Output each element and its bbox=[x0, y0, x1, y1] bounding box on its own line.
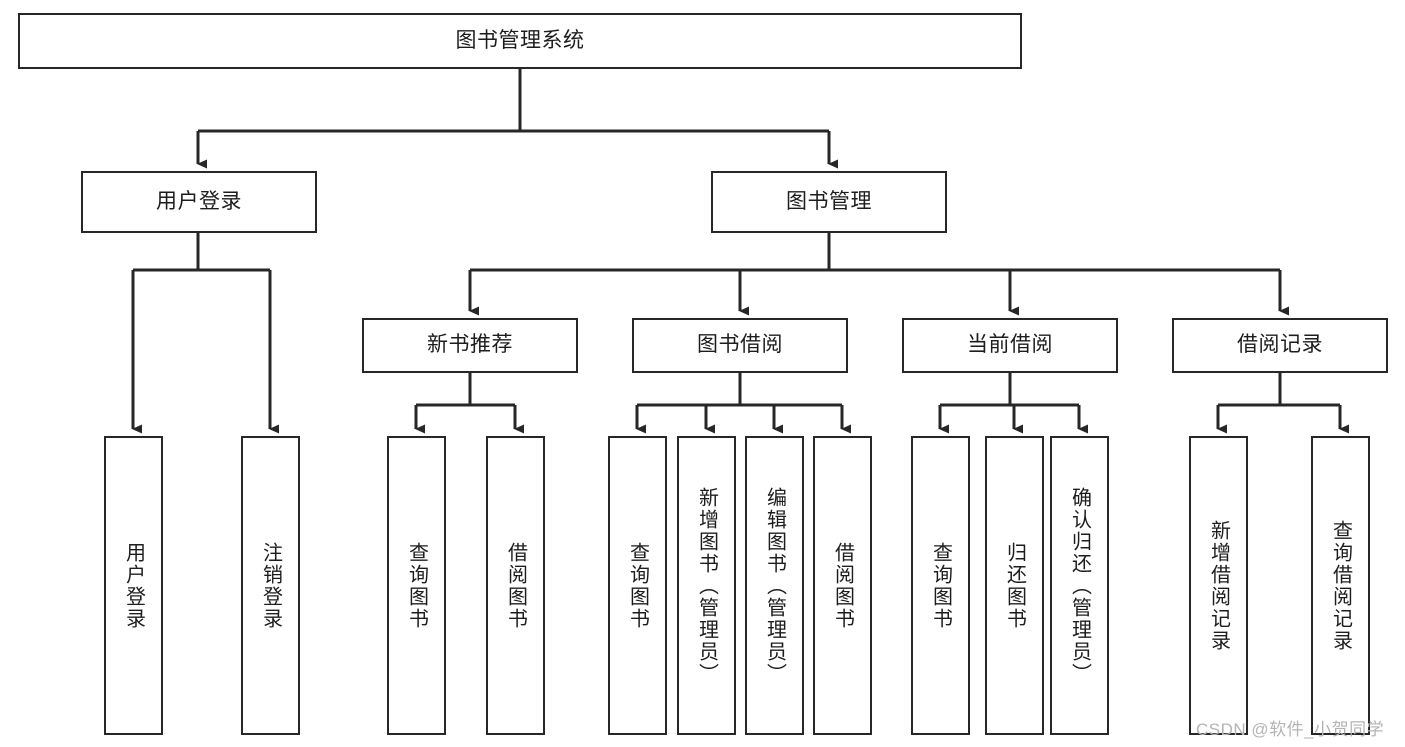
node-root-label: 图书管理系统 bbox=[455, 28, 585, 52]
csdn-watermark: CSDN @软件_小贺同学 bbox=[1196, 720, 1385, 739]
node-root[interactable]: 图书管理系统 bbox=[18, 13, 1022, 69]
leaf-add-borrow-record-label: 新增借阅记录 bbox=[1207, 519, 1230, 652]
leaf-borrow-book[interactable]: 借阅图书 bbox=[813, 436, 872, 735]
leaf-query-borrow-record-label: 查询借阅记录 bbox=[1329, 519, 1352, 652]
leaf-confirm-return-admin-label: 确认归还（管理员） bbox=[1068, 486, 1091, 685]
leaf-query-book-current-label: 查询图书 bbox=[929, 541, 952, 630]
leaf-user-login[interactable]: 用户登录 bbox=[104, 436, 163, 735]
node-book-borrow[interactable]: 图书借阅 bbox=[632, 318, 848, 373]
leaf-return-book-label: 归还图书 bbox=[1003, 541, 1026, 630]
leaf-logout[interactable]: 注销登录 bbox=[241, 436, 300, 735]
leaf-add-book-admin[interactable]: 新增图书（管理员） bbox=[677, 436, 736, 735]
leaf-query-book-borrow[interactable]: 查询图书 bbox=[608, 436, 667, 735]
leaf-query-book-borrow-label: 查询图书 bbox=[626, 541, 649, 630]
leaf-query-book-current[interactable]: 查询图书 bbox=[911, 436, 970, 735]
leaf-borrow-book-label: 借阅图书 bbox=[831, 541, 854, 630]
node-current-borrow[interactable]: 当前借阅 bbox=[902, 318, 1118, 373]
leaf-logout-label: 注销登录 bbox=[259, 541, 282, 630]
leaf-return-book[interactable]: 归还图书 bbox=[985, 436, 1044, 735]
node-borrow-record-label: 借阅记录 bbox=[1237, 333, 1323, 357]
node-user-login-label: 用户登录 bbox=[156, 189, 242, 213]
node-book-manage[interactable]: 图书管理 bbox=[711, 171, 947, 233]
node-new-book-recommend[interactable]: 新书推荐 bbox=[362, 318, 578, 373]
leaf-query-borrow-record[interactable]: 查询借阅记录 bbox=[1311, 436, 1370, 735]
leaf-add-borrow-record[interactable]: 新增借阅记录 bbox=[1189, 436, 1248, 735]
leaf-query-book-new-label: 查询图书 bbox=[405, 541, 428, 630]
node-book-borrow-label: 图书借阅 bbox=[697, 333, 783, 357]
leaf-edit-book-admin[interactable]: 编辑图书（管理员） bbox=[745, 436, 804, 735]
node-current-borrow-label: 当前借阅 bbox=[967, 333, 1053, 357]
leaf-borrow-book-new-label: 借阅图书 bbox=[504, 541, 527, 630]
leaf-edit-book-admin-label: 编辑图书（管理员） bbox=[763, 486, 786, 685]
node-borrow-record[interactable]: 借阅记录 bbox=[1172, 318, 1388, 373]
leaf-add-book-admin-label: 新增图书（管理员） bbox=[695, 486, 718, 685]
node-user-login[interactable]: 用户登录 bbox=[81, 171, 317, 233]
leaf-query-book-new[interactable]: 查询图书 bbox=[387, 436, 446, 735]
leaf-user-login-label: 用户登录 bbox=[122, 541, 145, 630]
leaf-confirm-return-admin[interactable]: 确认归还（管理员） bbox=[1050, 436, 1109, 735]
node-new-book-recommend-label: 新书推荐 bbox=[427, 333, 513, 357]
leaf-borrow-book-new[interactable]: 借阅图书 bbox=[486, 436, 545, 735]
node-book-manage-label: 图书管理 bbox=[786, 189, 872, 213]
